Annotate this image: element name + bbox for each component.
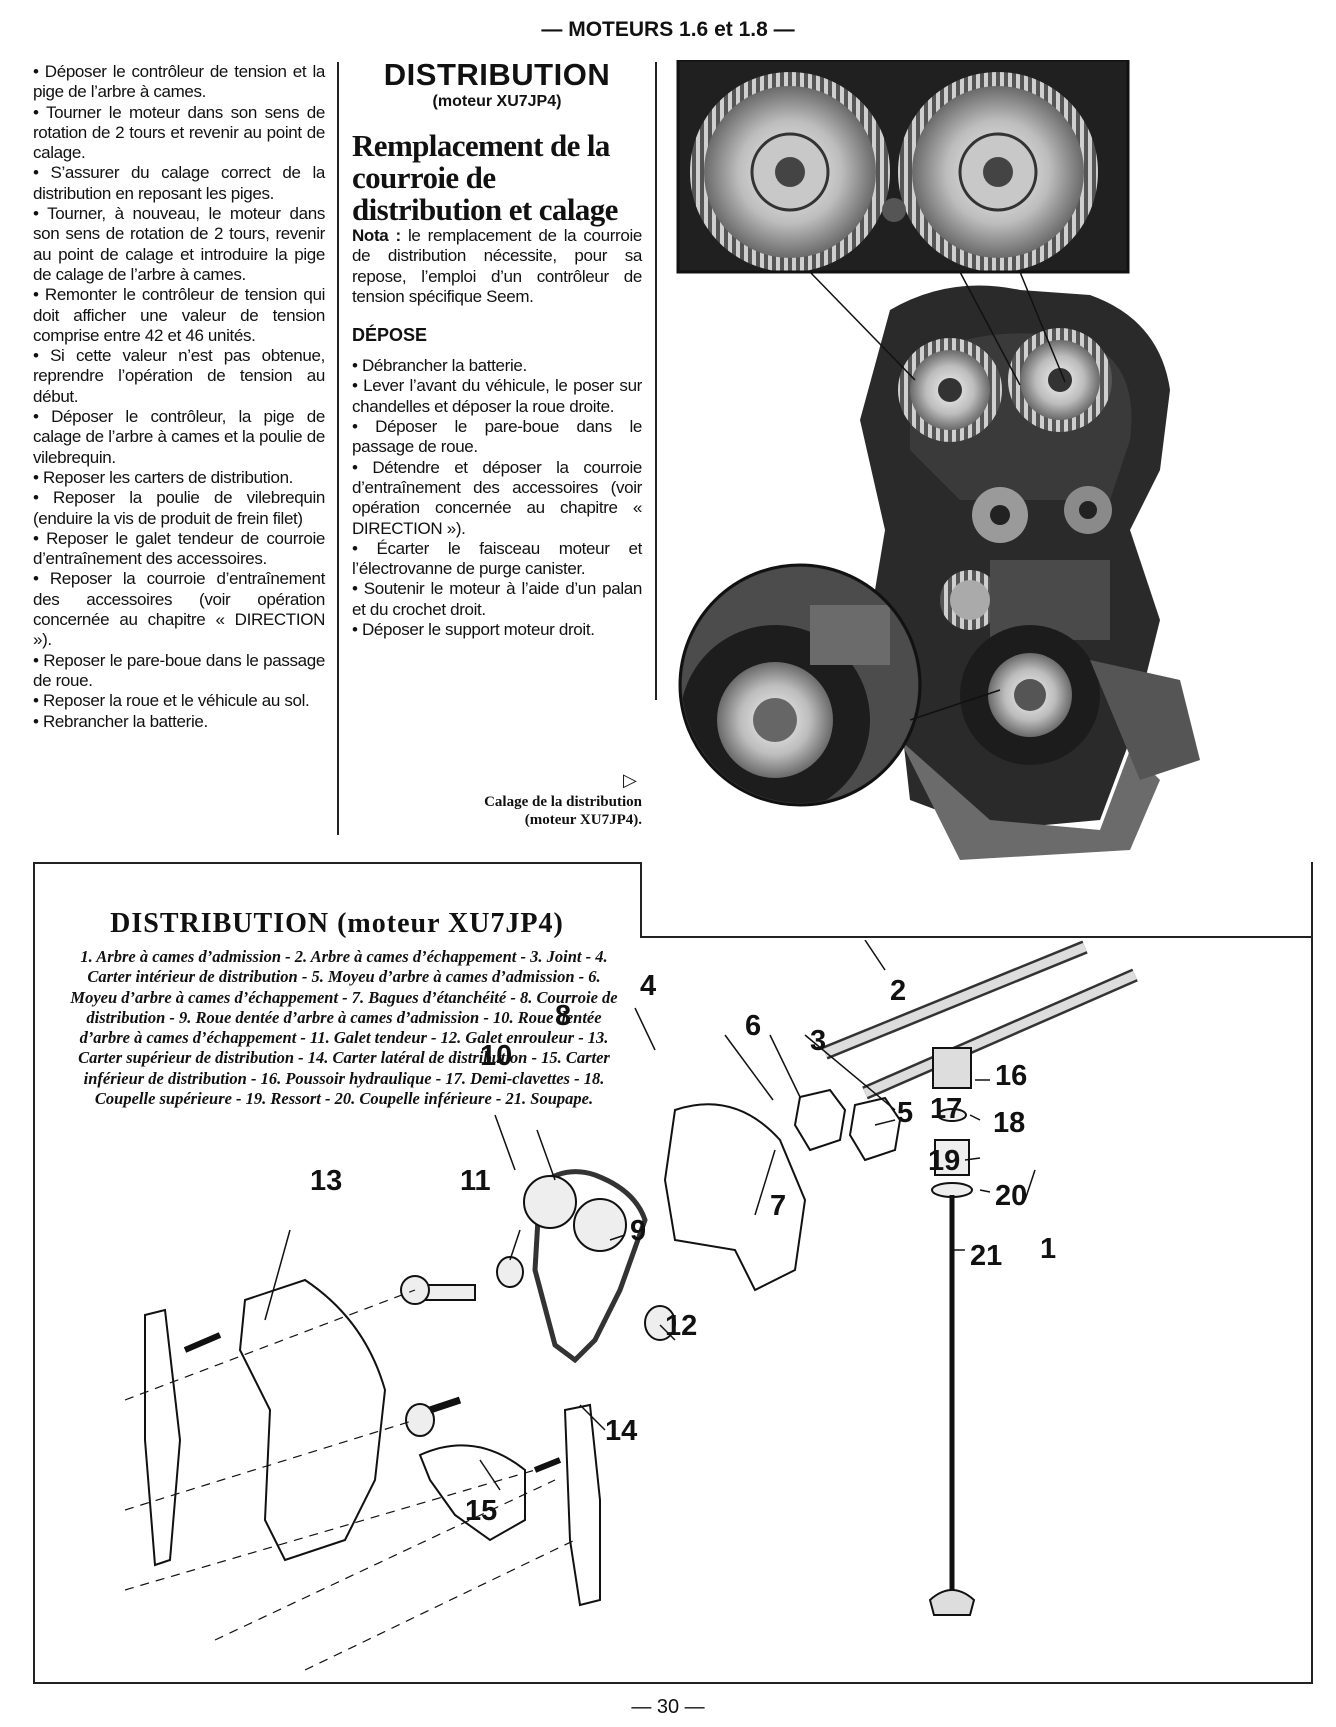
page-header: — MOTEURS 1.6 et 1.8 — bbox=[541, 18, 795, 41]
instruction-item: • Si cette valeur n’est pas obtenue, rep… bbox=[33, 346, 325, 406]
instruction-item: • Reposer le pare-boue dans le passage d… bbox=[33, 650, 325, 690]
section-subtitle: (moteur XU7JP4) bbox=[432, 93, 562, 110]
part-number-label: 7 bbox=[770, 1190, 786, 1222]
part-number-label: 20 bbox=[995, 1180, 1027, 1212]
depose-heading: DÉPOSE bbox=[352, 325, 428, 346]
caption-arrow-icon: ▷ bbox=[623, 770, 637, 791]
instruction-item: • Déposer le contrôleur, la pige de cala… bbox=[33, 407, 325, 467]
section-title: DISTRIBUTION bbox=[383, 57, 611, 92]
photo-caption-line: (moteur XU7JP4). bbox=[524, 812, 642, 828]
nota-label: Nota : bbox=[352, 226, 401, 245]
part-number-label: 17 bbox=[930, 1093, 962, 1125]
part-number-label: 21 bbox=[970, 1240, 1002, 1272]
instruction-item: • Reposer la courroie d’entraînement des… bbox=[33, 569, 325, 650]
instruction-item: • Reposer la poulie de vilebrequin (endu… bbox=[33, 488, 325, 528]
depose-step: • Débrancher la batterie. bbox=[352, 356, 527, 376]
instruction-item: • Reposer le galet tendeur de courroie d… bbox=[33, 528, 325, 569]
diagram-legend: 1. Arbre à cames d’admission - 2. Arbre … bbox=[70, 947, 618, 1109]
middle-column: DISTRIBUTION (moteur XU7JP4) Remplacemen… bbox=[352, 58, 642, 640]
part-number-label: 12 bbox=[665, 1310, 697, 1342]
instruction-item: • Reposer la roue et le véhicule au sol. bbox=[33, 691, 310, 711]
part-number-label: 4 bbox=[640, 970, 656, 1002]
part-number-label: 16 bbox=[995, 1060, 1027, 1092]
part-number-label: 2 bbox=[890, 975, 906, 1007]
column-divider bbox=[337, 62, 339, 835]
depose-step: • Écarter le faisceau moteur et l’électr… bbox=[352, 538, 642, 579]
part-number-label: 14 bbox=[605, 1415, 637, 1447]
part-number-label: 15 bbox=[465, 1495, 497, 1527]
diagram-frame-edge bbox=[33, 862, 641, 864]
column-divider bbox=[655, 62, 657, 700]
depose-step: • Lever l’avant du véhicule, le poser su… bbox=[352, 376, 642, 416]
part-number-label: 8 bbox=[555, 1000, 571, 1032]
procedure-title: Remplacement de la courroie de distribut… bbox=[352, 128, 618, 227]
instruction-item: • Remonter le contrôleur de tension qui … bbox=[33, 285, 325, 345]
nota-text: le remplacement de la courroie de distri… bbox=[352, 226, 642, 306]
instruction-item: • Tourner le moteur dans son sens de rot… bbox=[33, 102, 325, 163]
part-number-label: 19 bbox=[928, 1145, 960, 1177]
instruction-item: • Reposer les carters de distribution. bbox=[33, 467, 294, 487]
part-number-label: 9 bbox=[630, 1215, 646, 1247]
diagram-title: DISTRIBUTION (moteur XU7JP4) bbox=[110, 908, 564, 939]
part-number-label: 10 bbox=[480, 1040, 512, 1072]
nota-paragraph: Nota : le remplacement de la courroie de… bbox=[352, 226, 642, 307]
instruction-item: • Déposer le contrôleur de tension et la… bbox=[33, 62, 325, 102]
diagram-frame-edge bbox=[640, 862, 642, 938]
part-number-label: 6 bbox=[745, 1010, 761, 1042]
depose-step: • Déposer le pare-boue dans le passage d… bbox=[352, 417, 642, 457]
left-column: • Déposer le contrôleur de tension et la… bbox=[33, 62, 325, 732]
instruction-item: • Rebrancher la batterie. bbox=[33, 711, 208, 731]
depose-step: • Détendre et déposer la courroie d’entr… bbox=[352, 457, 642, 538]
depose-step: • Déposer le support moteur droit. bbox=[352, 620, 595, 640]
page-number: — 30 — bbox=[631, 1696, 705, 1718]
diagram-frame bbox=[33, 862, 1313, 1684]
diagram-frame-edge bbox=[640, 936, 1311, 938]
part-number-label: 1 bbox=[1040, 1233, 1056, 1265]
camshaft-intake-part bbox=[862, 968, 1138, 1100]
part-number-label: 18 bbox=[993, 1107, 1025, 1139]
photo-caption: Calage de la distribution (moteur XU7JP4… bbox=[484, 793, 642, 829]
instruction-item: • S’assurer du calage correct de la dist… bbox=[33, 163, 325, 203]
part-number-label: 13 bbox=[310, 1165, 342, 1197]
instruction-item: • Tourner, à nouveau, le moteur dans son… bbox=[33, 204, 325, 284]
part-number-label: 11 bbox=[460, 1165, 491, 1197]
engine-timing-photo bbox=[676, 60, 1200, 860]
part-number-label: 5 bbox=[897, 1097, 913, 1129]
camshaft-exhaust-part bbox=[822, 940, 1088, 1060]
part-number-label: 3 bbox=[810, 1025, 826, 1057]
depose-steps: • Débrancher la batterie.• Lever l’avant… bbox=[352, 356, 642, 640]
photo-caption-line: Calage de la distribution bbox=[484, 794, 642, 810]
depose-step: • Soutenir le moteur à l’aide d’un palan… bbox=[352, 579, 642, 619]
